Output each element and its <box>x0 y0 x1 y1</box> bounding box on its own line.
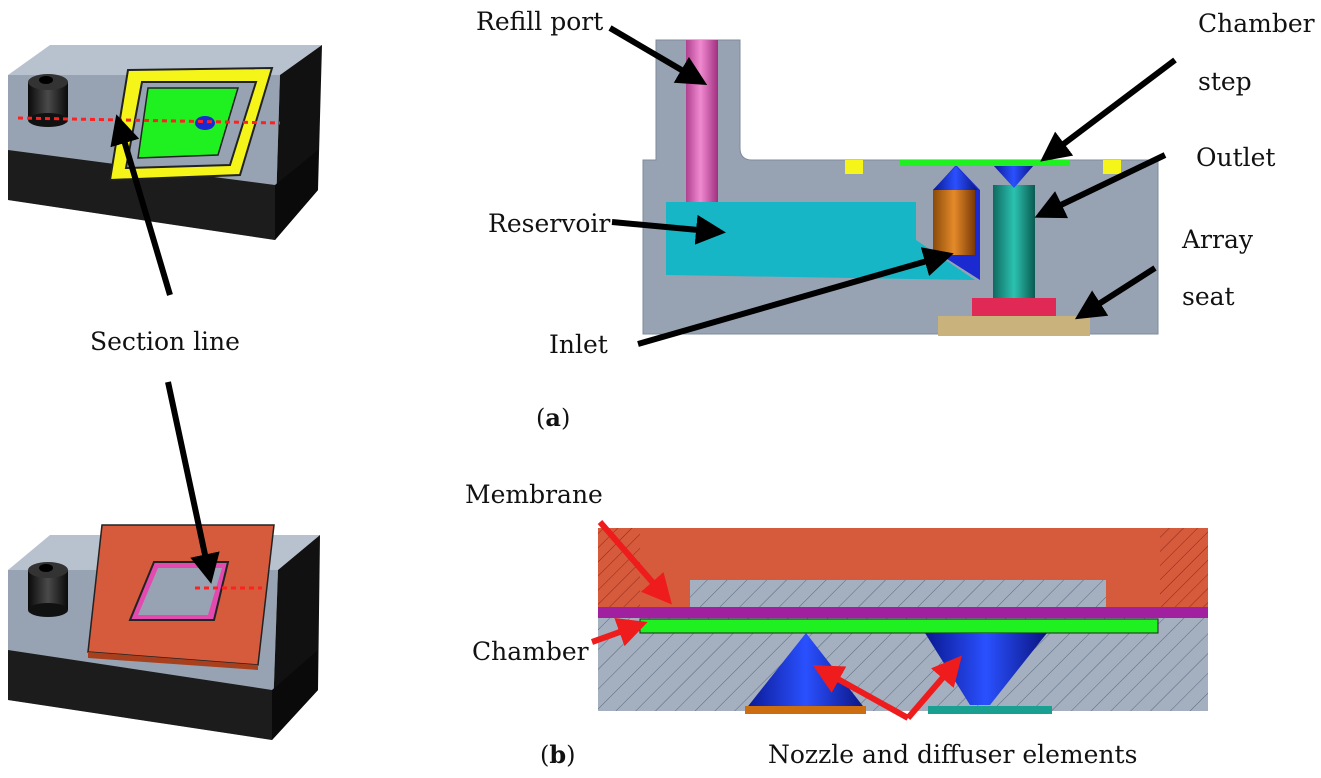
outlet-hole <box>195 116 215 130</box>
chamber-b <box>639 618 1159 634</box>
arrow-inlet <box>637 247 954 347</box>
label-chamber: Chamber <box>472 637 589 666</box>
label-membrane: Membrane <box>465 480 603 509</box>
label-refill-port: Refill port <box>476 7 603 36</box>
caption-b: (b) <box>540 740 576 769</box>
arrow-nozzle <box>812 665 910 721</box>
arrow-section-line-bottom <box>165 381 220 584</box>
label-reservoir: Reservoir <box>488 209 610 238</box>
refill-post-3d-bottom <box>28 562 68 617</box>
inlet-a <box>933 190 975 255</box>
outlet-a <box>993 185 1035 298</box>
label-nozzle-diffuser: Nozzle and diffuser elements <box>768 740 1137 769</box>
arrow-diffuser <box>905 655 962 720</box>
arrow-refill-port <box>608 25 708 86</box>
section-line-top <box>17 116 281 125</box>
reservoir-a <box>666 202 975 280</box>
label-array-seat-1: Array <box>1181 225 1254 254</box>
label-section-line: Section line <box>90 327 240 356</box>
device-3d-top <box>8 45 322 240</box>
label-chamber-step-2: step <box>1198 67 1252 96</box>
membrane-b <box>598 607 1208 618</box>
label-outlet: Outlet <box>1196 143 1275 172</box>
arrow-membrane <box>597 520 672 605</box>
diffuser-cone <box>925 633 1047 705</box>
arrow-reservoir <box>611 214 726 245</box>
arrow-section-line-top <box>110 114 173 296</box>
refill-port-a <box>686 40 718 205</box>
caption-a: (a) <box>536 403 570 432</box>
arrow-outlet <box>1034 152 1167 219</box>
cross-section-b <box>598 528 1208 714</box>
arrow-chamber-step <box>1040 57 1177 162</box>
green-chamber-top <box>137 87 240 159</box>
chamber-step-a <box>900 160 1070 166</box>
label-chamber-step-1: Chamber <box>1198 9 1315 38</box>
array-a <box>938 316 1090 336</box>
cross-section-a <box>642 39 1159 336</box>
array-seat-a <box>972 298 1056 316</box>
arrow-chamber <box>590 618 648 647</box>
label-inlet: Inlet <box>549 330 608 359</box>
label-array-seat-2: seat <box>1182 282 1235 311</box>
device-3d-bottom <box>8 524 320 740</box>
arrow-array-seat <box>1074 265 1157 320</box>
